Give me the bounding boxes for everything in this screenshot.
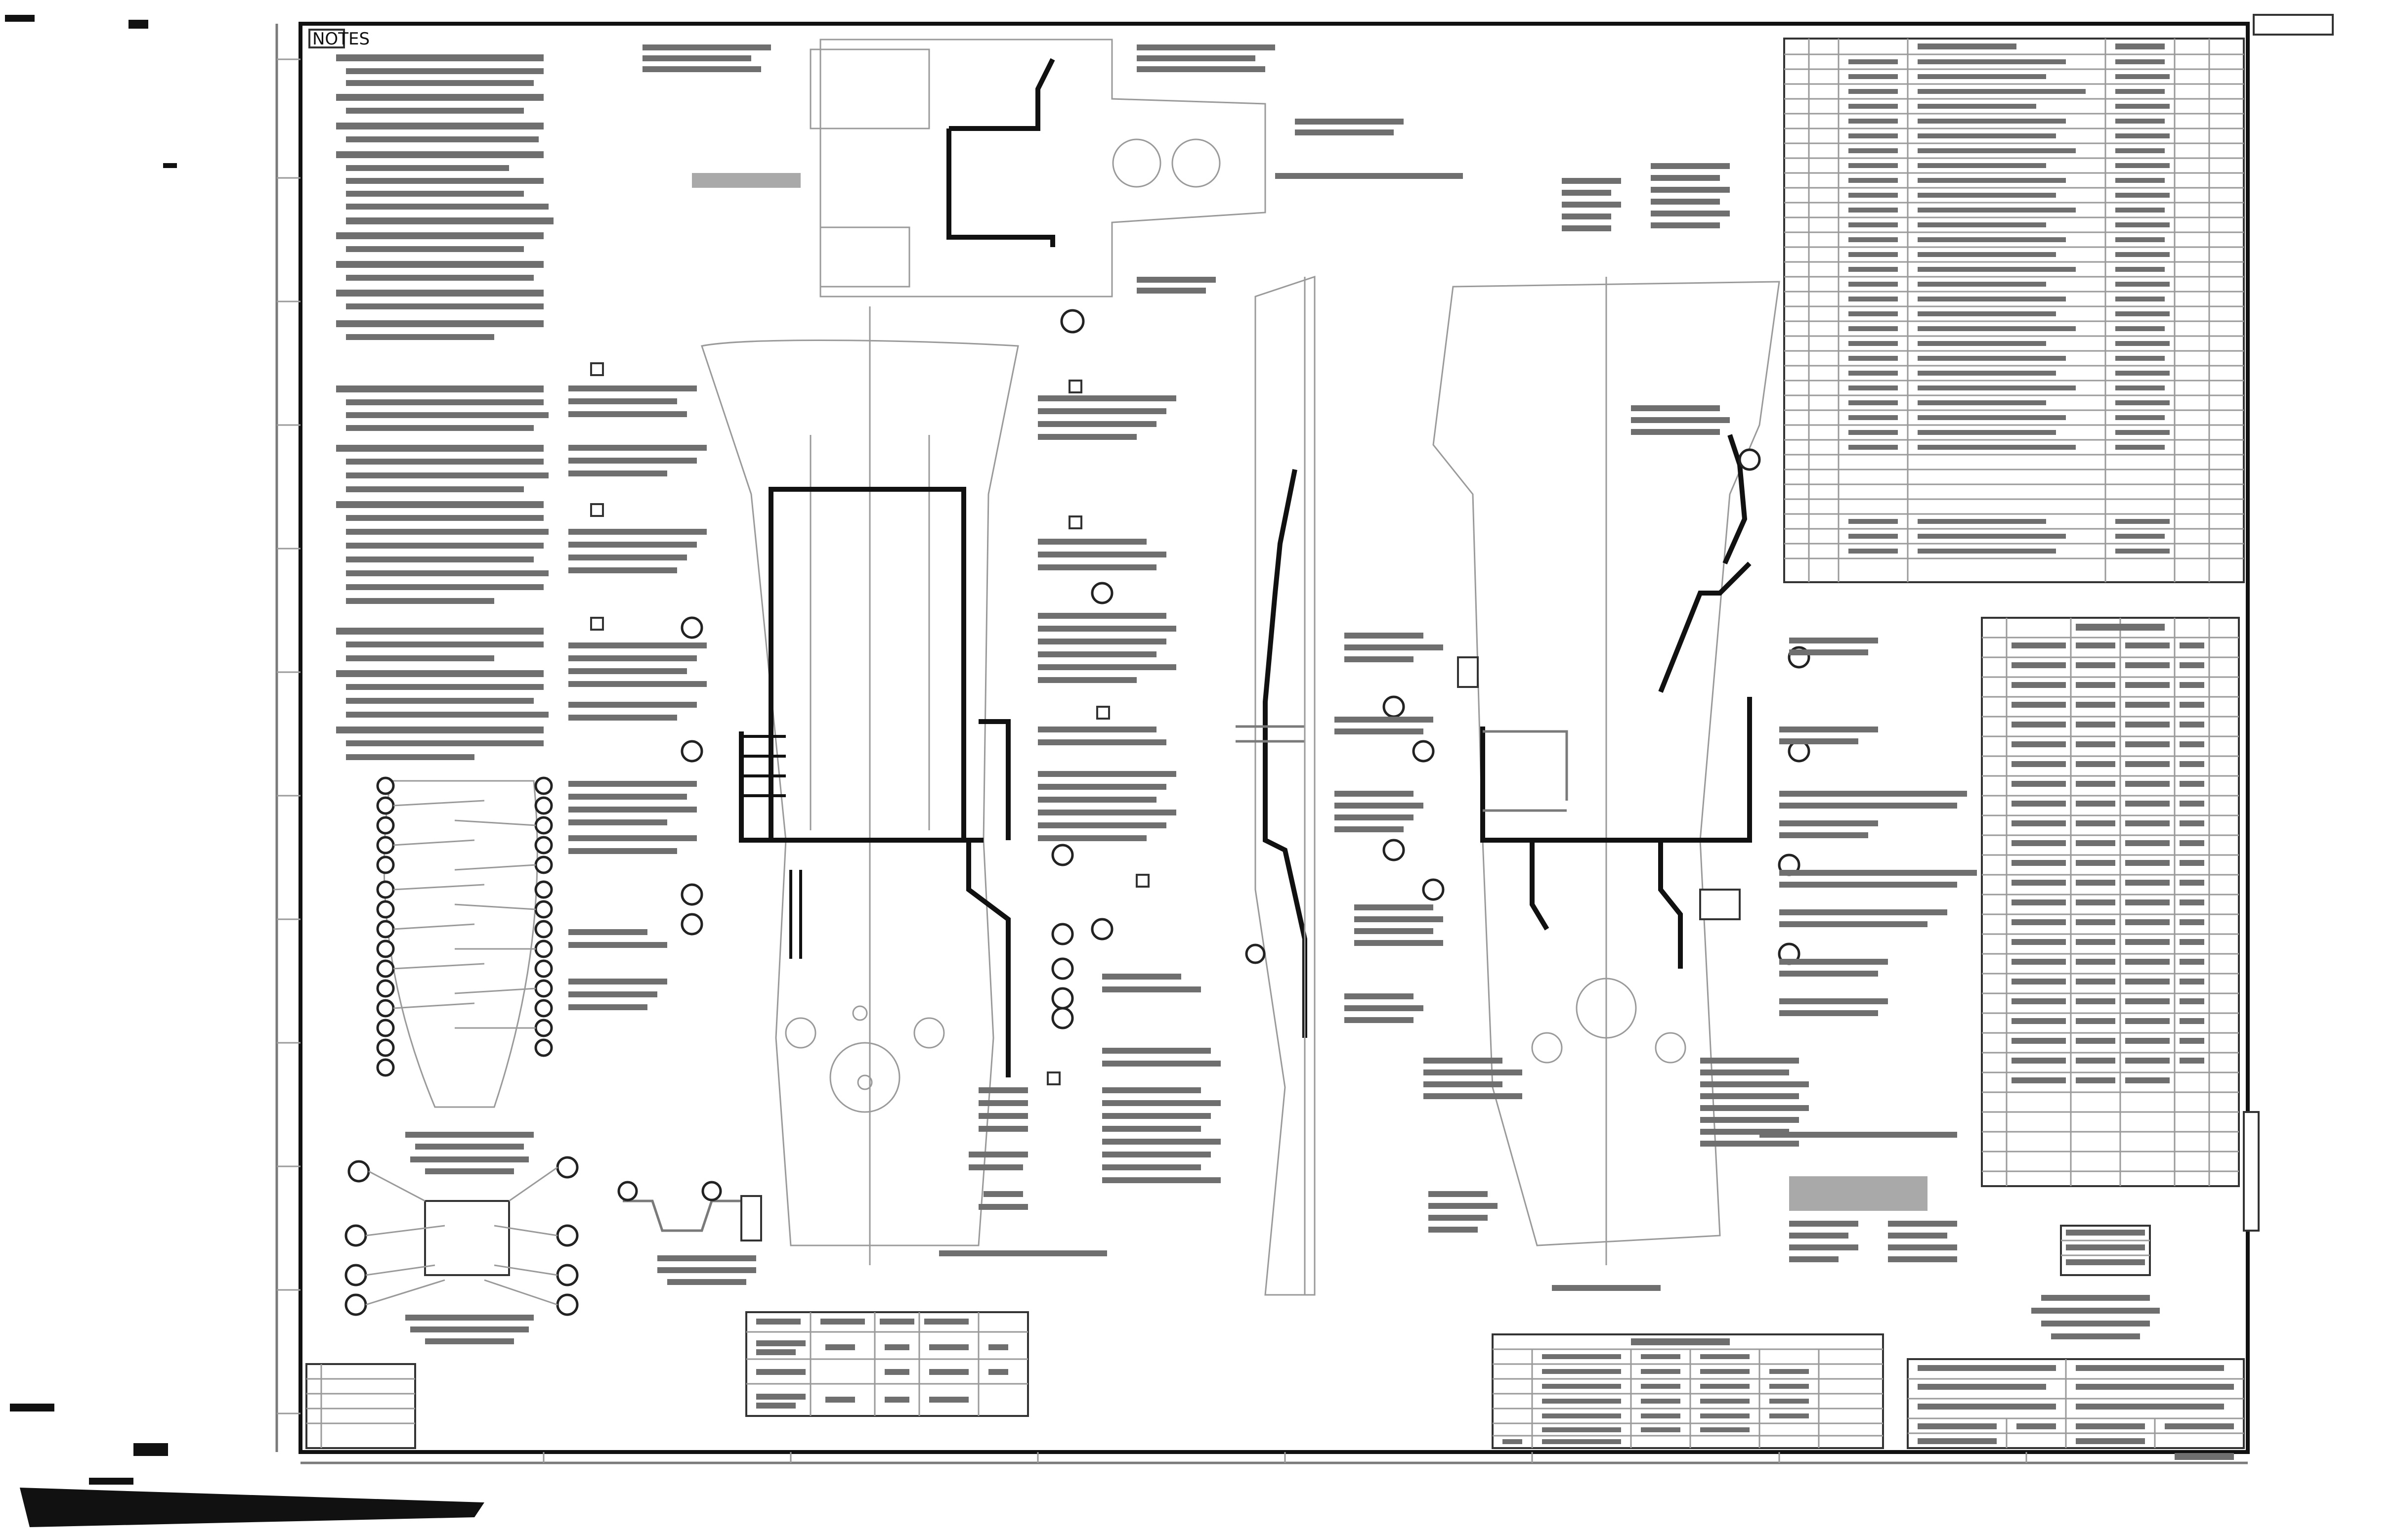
right-elevation-view	[1334, 163, 1977, 1291]
revision-history-table	[1492, 1333, 1884, 1449]
wire-gauge-table	[745, 1311, 1029, 1417]
notes-block: NOTES	[308, 29, 554, 760]
parts-list-table	[1783, 38, 2245, 583]
connector-pin-diagram	[376, 776, 553, 1174]
wire-list-table	[1981, 617, 2240, 1187]
revision-strip	[305, 1363, 416, 1449]
connector-detail-view	[344, 1156, 579, 1344]
left-elevation-view	[568, 306, 1221, 1265]
legend-box	[2031, 1225, 2160, 1339]
scan-artifacts	[5, 15, 484, 1527]
top-plan-view	[642, 39, 1463, 334]
notes-heading: NOTES	[312, 29, 370, 49]
drawing-frame	[275, 14, 2334, 1464]
subassembly-sketch	[617, 1181, 762, 1285]
side-profile-view	[1236, 275, 1316, 1296]
title-block	[1907, 1358, 2245, 1460]
